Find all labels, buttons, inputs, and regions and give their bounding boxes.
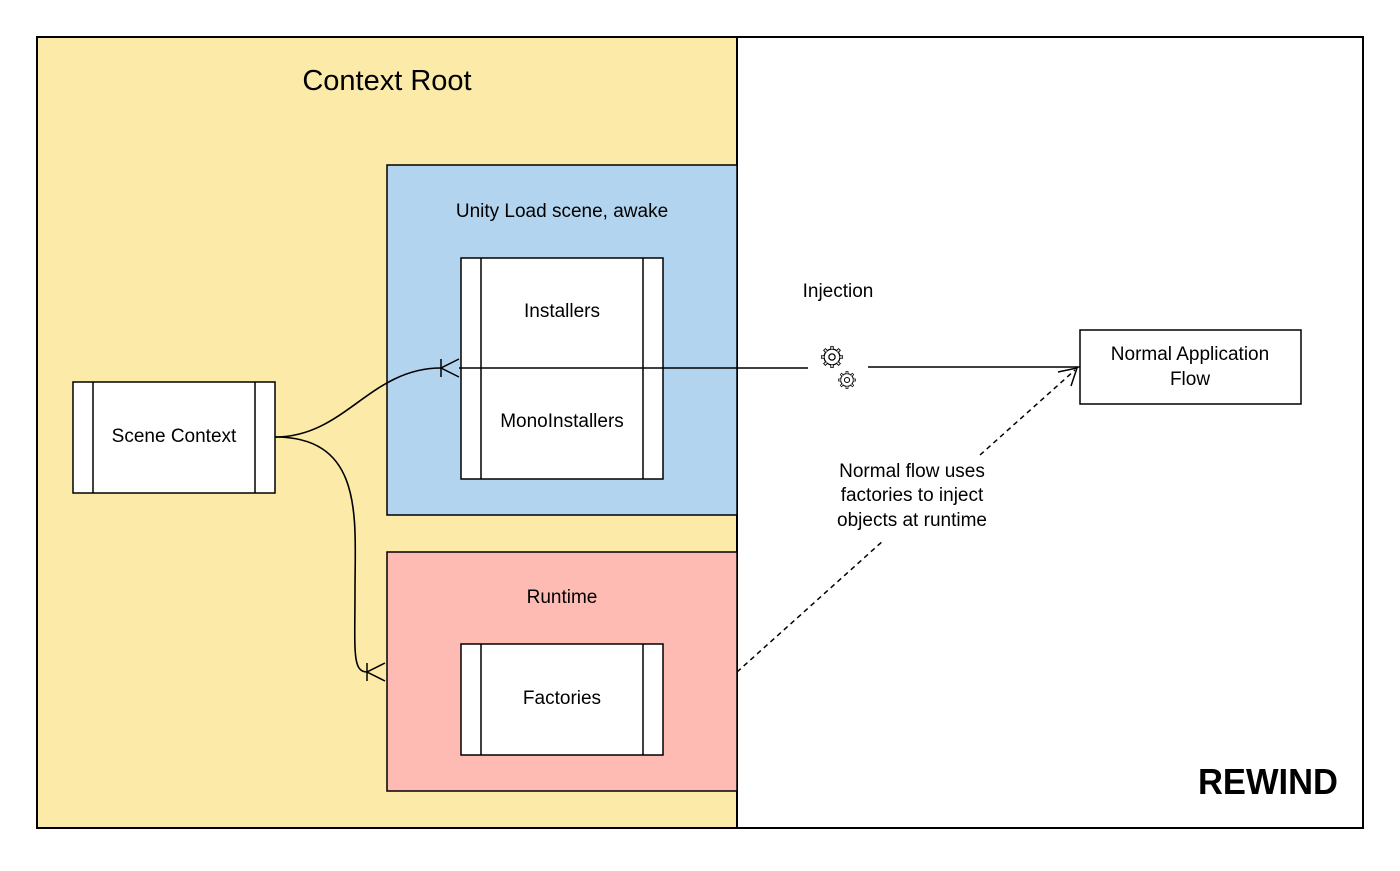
factory-note-line-2: factories to inject (841, 485, 984, 506)
normal-application-flow-label-line-2: Flow (1170, 369, 1210, 390)
factory-note-line-1: Normal flow uses (839, 461, 985, 482)
factories-label: Factories (523, 688, 601, 709)
runtime-title: Runtime (527, 587, 598, 608)
scene-context-label: Scene Context (112, 426, 237, 447)
installers-crows-foot (439, 358, 460, 378)
context-root-title: Context Root (302, 65, 471, 97)
scene-context-node: Scene Context (72, 381, 276, 494)
installers-label: Installers (524, 301, 600, 322)
factory-flow-arrowhead (1057, 366, 1079, 387)
rewind-watermark: REWIND (1198, 761, 1338, 802)
normal-application-flow-label-line-1: Normal Application (1111, 344, 1269, 365)
injection-label: Injection (803, 281, 874, 302)
normal-application-flow-node: Normal Application Flow (1079, 329, 1302, 405)
scene-context-to-factories-connector (274, 436, 368, 673)
load-scene-title: Unity Load scene, awake (456, 201, 668, 222)
factory-flow-dashed-lower (736, 539, 885, 673)
mono-installers-label: MonoInstallers (500, 411, 624, 432)
factories-crows-foot (365, 662, 386, 682)
factory-note-line-3: objects at runtime (837, 510, 987, 531)
factories-node: Factories (460, 643, 664, 756)
scene-context-to-installers-connector (274, 367, 442, 438)
factory-flow-dashed-upper (979, 369, 1076, 456)
